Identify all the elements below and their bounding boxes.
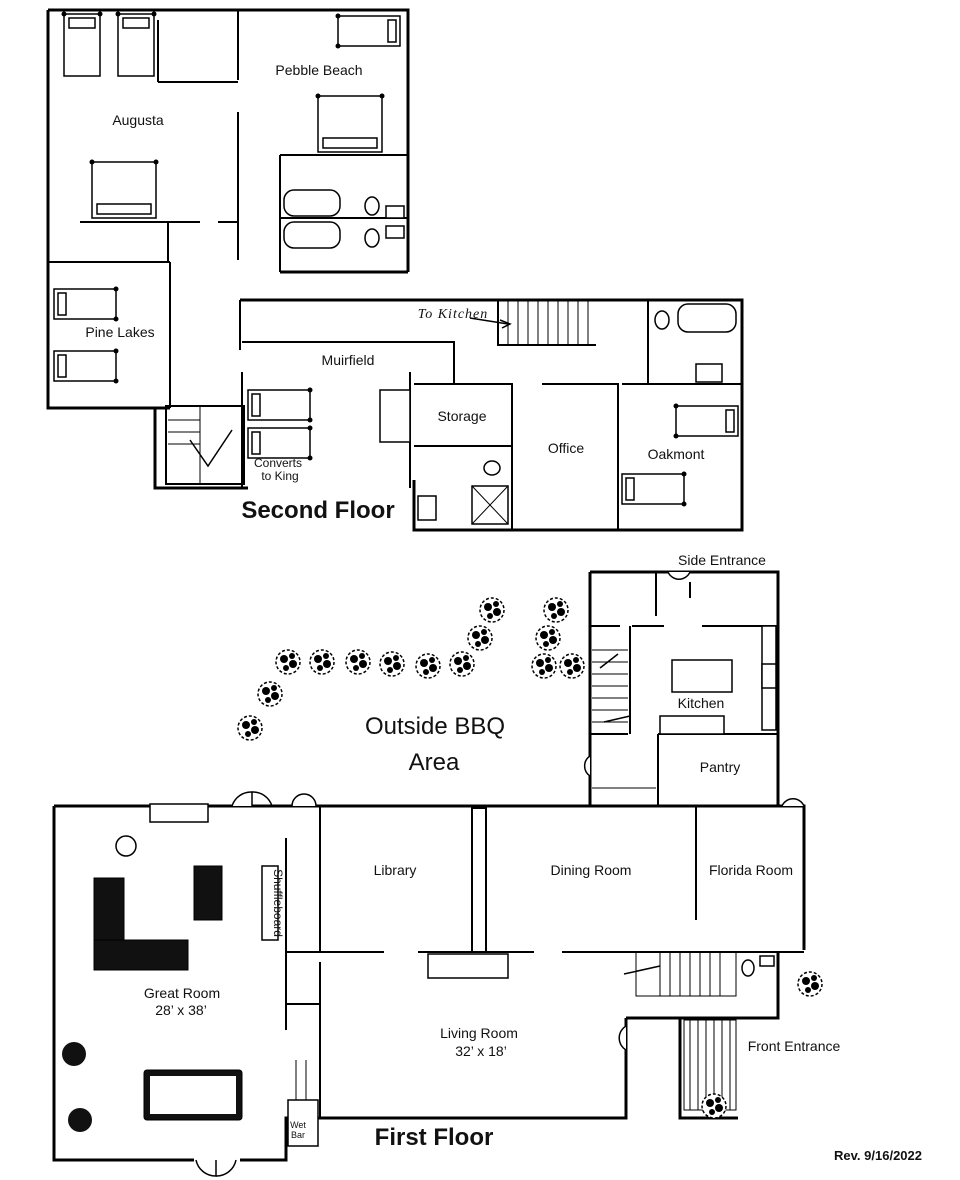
outside-bbq-label-line1: Outside BBQ — [365, 713, 505, 740]
shuffleboard-label: Shuffleboard — [271, 869, 285, 937]
room-size-great-room: 28’ x 38’ — [155, 1002, 207, 1018]
first-floor: Side Entrance Kitchen Pantry Outside BBQ… — [52, 552, 841, 1177]
room-label-living-room: Living Room — [440, 1025, 518, 1041]
revision-label: Rev. 9/16/2022 — [834, 1148, 922, 1163]
room-label-oakmont: Oakmont — [648, 446, 705, 462]
note-to-king: to King — [261, 469, 298, 483]
room-label-augusta: Augusta — [112, 112, 164, 128]
note-converts: Converts — [254, 456, 302, 470]
room-label-storage: Storage — [437, 408, 486, 424]
room-label-dining-room: Dining Room — [551, 862, 632, 878]
room-label-muirfield: Muirfield — [322, 352, 375, 368]
second-floor: Augusta Pebble Beach Pine Lakes Muirfiel… — [46, 8, 744, 532]
note-to-kitchen: To Kitchen — [418, 307, 489, 322]
room-label-side-entrance: Side Entrance — [678, 552, 766, 568]
room-label-pebble-beach: Pebble Beach — [275, 62, 362, 78]
wet-bar-label-line2: Bar — [291, 1130, 305, 1140]
room-label-great-room: Great Room — [144, 985, 220, 1001]
second-floor-title: Second Floor — [241, 497, 394, 524]
room-size-living-room: 32’ x 18’ — [455, 1043, 507, 1059]
room-label-kitchen: Kitchen — [678, 695, 725, 711]
first-floor-title: First Floor — [375, 1124, 494, 1151]
room-label-library: Library — [374, 862, 417, 878]
room-label-front-entrance: Front Entrance — [748, 1038, 841, 1054]
room-label-pine-lakes: Pine Lakes — [85, 324, 154, 340]
room-label-florida-room: Florida Room — [709, 862, 793, 878]
wet-bar-label-line1: Wet — [290, 1120, 306, 1130]
outside-bbq-label-line2: Area — [409, 749, 460, 776]
room-label-office: Office — [548, 440, 585, 456]
room-label-pantry: Pantry — [700, 759, 740, 775]
